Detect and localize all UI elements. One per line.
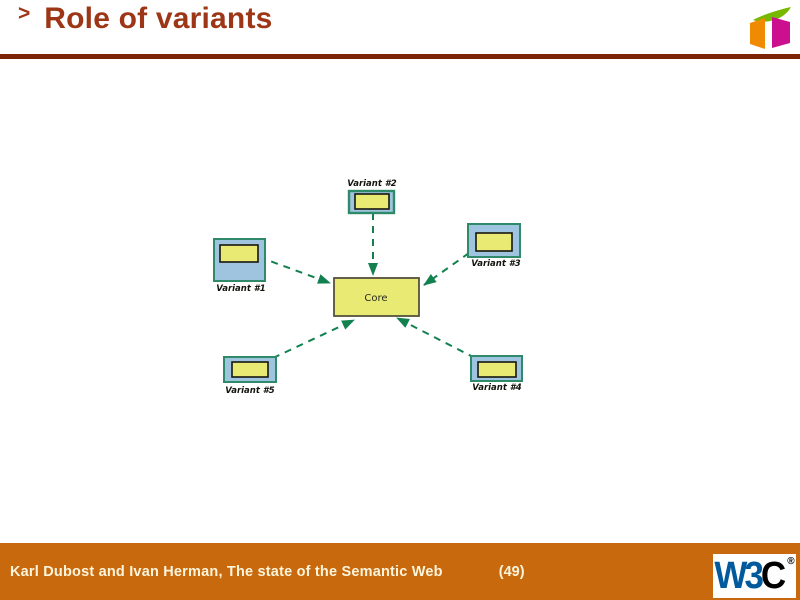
edge-variant1-core	[258, 256, 331, 284]
core-node: Core	[333, 277, 420, 317]
footer-page-number: (49)	[498, 563, 525, 580]
semantic-web-cube-icon	[750, 7, 791, 49]
edge-variant3-core	[423, 252, 470, 286]
registered-mark-icon: ®	[787, 556, 795, 567]
footer-credit: Karl Dubost and Ivan Herman, The state o…	[10, 563, 443, 580]
variant-4-node: Variant #4	[470, 355, 523, 393]
footer-bar: Karl Dubost and Ivan Herman, The state o…	[0, 543, 800, 600]
page-title: Role of variants	[44, 2, 273, 35]
cube-orange-face	[750, 18, 765, 49]
variant-3-node: Variant #3	[467, 223, 521, 269]
core-label: Core	[364, 293, 387, 304]
variant-1-node: Variant #1	[213, 238, 266, 294]
diagram-edges	[258, 213, 476, 359]
variant-3-label: Variant #3	[471, 259, 520, 269]
variant-1-label: Variant #1	[216, 284, 265, 294]
variant-5-inner-rect	[231, 361, 269, 378]
core-box	[333, 277, 420, 317]
variant-5-label: Variant #5	[225, 386, 274, 396]
variant-1-inner-rect	[219, 244, 259, 263]
variant-2-inner-rect	[354, 193, 390, 210]
variant-5-node: Variant #5	[223, 356, 277, 396]
header-divider	[0, 54, 800, 59]
w3c-logo-c: C	[760, 554, 787, 597]
edge-variant5-core	[272, 319, 355, 359]
header: > Role of variants	[0, 0, 800, 54]
variant-4-inner-rect	[477, 361, 517, 378]
title-chevron: >	[18, 2, 31, 25]
variant-3-inner-rect	[475, 232, 513, 252]
cube-green-leaf	[753, 7, 791, 22]
w3c-logo-w3: W3	[714, 554, 763, 597]
w3c-logo[interactable]: W3 C ®	[713, 554, 796, 598]
variant-2-label: Variant #2	[347, 179, 396, 189]
cube-magenta-face	[772, 17, 790, 48]
edge-variant4-core	[396, 317, 476, 359]
variant-4-label: Variant #4	[472, 383, 521, 393]
variant-2-node: Variant #2	[347, 179, 397, 215]
